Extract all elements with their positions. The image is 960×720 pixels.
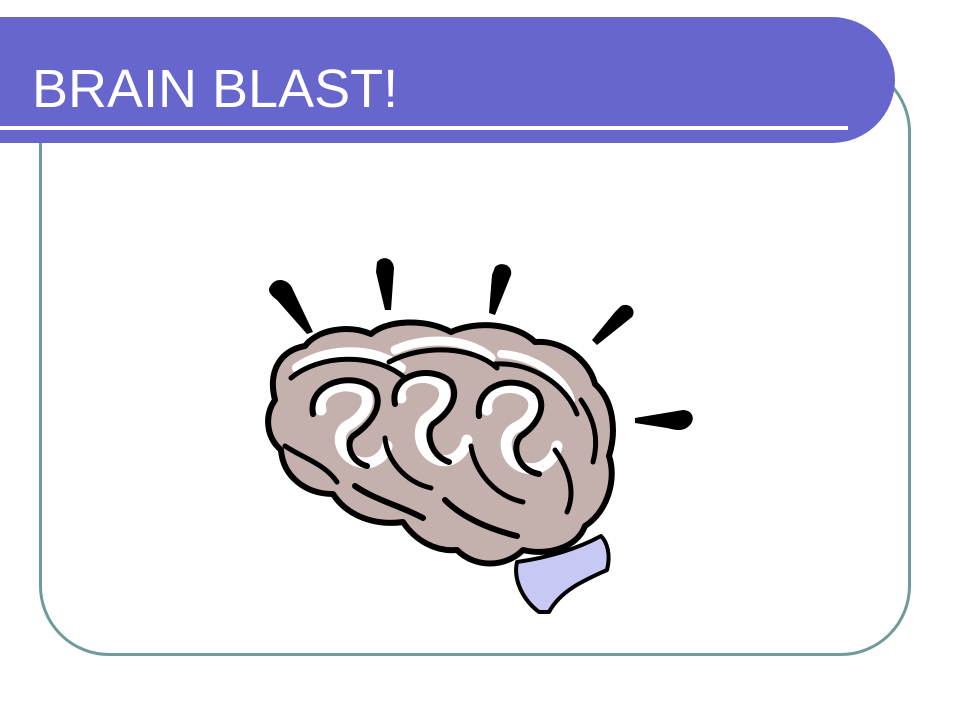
title-underline xyxy=(0,126,848,130)
brain-folds xyxy=(282,336,599,539)
slide-title: BRAIN BLAST! xyxy=(32,59,399,119)
exclamation-burst-icon xyxy=(269,258,693,430)
brain-clipart-icon xyxy=(265,258,693,614)
brainstem-shape xyxy=(514,534,611,614)
title-banner: BRAIN BLAST! xyxy=(0,17,895,143)
